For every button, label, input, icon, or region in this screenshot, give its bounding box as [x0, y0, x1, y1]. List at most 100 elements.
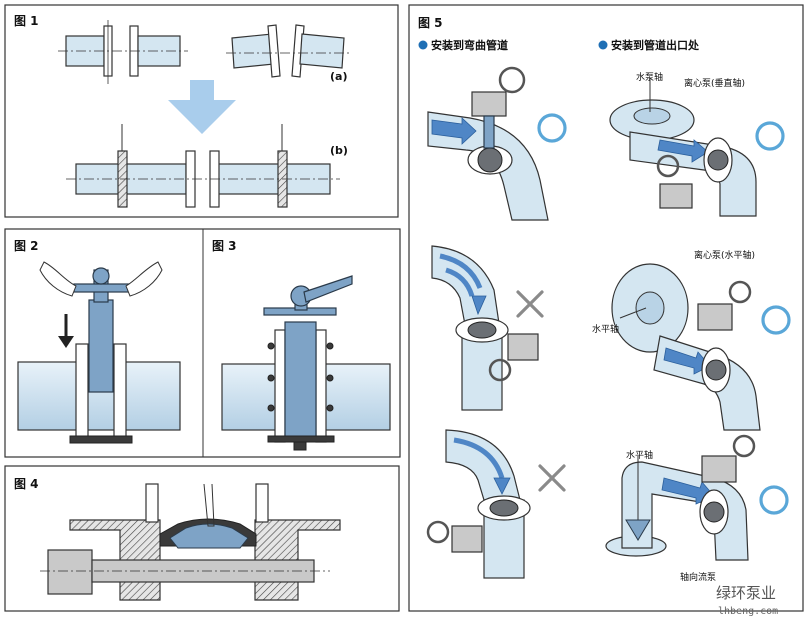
scene-left-1	[427, 66, 567, 221]
flange-left	[75, 343, 89, 443]
mark-ok	[759, 485, 789, 515]
figure-4-title: 图 4	[14, 477, 39, 491]
heading-left: 安装到弯曲管道	[431, 38, 508, 52]
flange-right	[315, 329, 327, 443]
flange-left	[274, 329, 286, 443]
shaft-line	[619, 307, 647, 319]
label-horizontal-shaft-2: 水平轴	[626, 449, 653, 461]
valve-top	[92, 267, 110, 285]
heading-right: 安装到管道出口处	[611, 38, 700, 52]
actuator-box	[697, 303, 733, 331]
flow-curve	[439, 253, 483, 289]
mark-ok	[537, 113, 567, 143]
label-b: (b)	[330, 144, 348, 157]
handwheel	[732, 434, 756, 458]
valve-disc	[477, 147, 503, 173]
label-axial-pump: 轴向流泵	[680, 571, 716, 583]
bolt	[326, 342, 334, 350]
label-a: (a)	[330, 70, 347, 83]
mark-ok	[755, 121, 785, 151]
label-pump-shaft: 水泵轴	[636, 71, 663, 83]
bolt	[267, 342, 275, 350]
handwheel	[488, 358, 512, 382]
mark-bad	[516, 290, 544, 318]
bolt-bar	[69, 435, 133, 444]
scene-left-3	[426, 429, 566, 579]
watermark: 绿环泵业 lhbeng.com	[716, 584, 778, 617]
bullet-left	[418, 40, 428, 50]
figure-5: 图 5 安装到弯曲管道 安装到管道出口处	[408, 4, 804, 612]
valve-disc	[707, 149, 729, 171]
figure-3-title: 图 3	[212, 239, 237, 253]
impeller	[625, 519, 651, 541]
flow-curve	[453, 437, 505, 479]
bolt	[267, 404, 275, 412]
label-centrifugal-horizontal: 离心泵(水平轴)	[694, 249, 755, 261]
valve-disc	[467, 321, 497, 339]
figure-3-drawing	[221, 275, 391, 451]
pipe-assembly-b: (b)	[66, 124, 348, 208]
arrow-head	[58, 336, 74, 348]
label-horizontal-shaft-1: 水平轴	[592, 323, 619, 335]
bullet-right	[598, 40, 608, 50]
flow-arrow	[431, 117, 477, 145]
watermark-name: 绿环泵业	[716, 584, 776, 602]
valve-disc	[703, 501, 725, 523]
valve-plate	[73, 283, 131, 293]
bolt	[326, 404, 334, 412]
flow-arrow-head	[493, 477, 511, 495]
bolt-bar	[267, 435, 335, 443]
actuator-box	[659, 183, 693, 209]
scene-left-2	[431, 245, 544, 411]
figure-5-title: 图 5	[418, 16, 443, 30]
handwheel	[656, 154, 680, 178]
valve-disc	[489, 499, 519, 517]
actuator-box	[507, 333, 539, 361]
hand-right	[125, 261, 163, 297]
pin-right	[255, 483, 269, 523]
watermark-url: lhbeng.com	[718, 606, 778, 617]
flow-arrow-head	[471, 295, 487, 316]
figure-1-title: 图 1	[14, 14, 39, 28]
scene-right-1: 水泵轴 离心泵(垂直轴)	[609, 71, 785, 217]
pump-eye	[633, 107, 671, 125]
flange-left-tilted	[267, 24, 281, 78]
valve-body	[284, 321, 317, 441]
actuator-box	[451, 525, 483, 553]
label-centrifugal-vertical: 离心泵(垂直轴)	[684, 77, 745, 89]
actuator-box	[471, 91, 507, 117]
figure-1: 图 1 (a)	[4, 4, 399, 218]
pipe-right-tilted	[299, 33, 345, 69]
valve-body	[88, 299, 114, 393]
figure-2-title: 图 2	[14, 239, 39, 253]
misaligned-pipes: (a)	[226, 24, 350, 83]
valve-disc	[705, 359, 727, 381]
handle-lever	[303, 275, 353, 303]
hand-left	[39, 261, 77, 297]
bottom-cap	[293, 441, 307, 451]
bolt-head	[47, 549, 93, 595]
pipe-left-tilted	[231, 33, 275, 69]
aligned-pipes	[58, 20, 188, 84]
flow-curve	[445, 267, 475, 297]
scene-right-2: 离心泵(水平轴) 水平轴	[592, 249, 791, 431]
actuator-box	[701, 455, 737, 483]
handwheel	[426, 520, 450, 544]
bolt	[267, 374, 275, 382]
stem-line	[203, 483, 215, 527]
handwheel	[498, 66, 526, 94]
down-arrow	[168, 80, 236, 134]
bolt	[326, 374, 334, 382]
valve-neck	[483, 115, 495, 149]
pump-eye	[635, 291, 665, 325]
pin-left	[145, 483, 159, 523]
handwheel	[728, 280, 752, 304]
flow-arrow	[657, 139, 709, 163]
mark-ok	[761, 305, 791, 335]
figure-2-3: 图 2 图 3	[4, 228, 401, 458]
figure-4: 图 4	[4, 465, 400, 612]
scene-right-3: 水平轴 轴向流泵	[605, 434, 789, 583]
mark-bad	[538, 464, 566, 492]
flange-right	[113, 343, 127, 443]
